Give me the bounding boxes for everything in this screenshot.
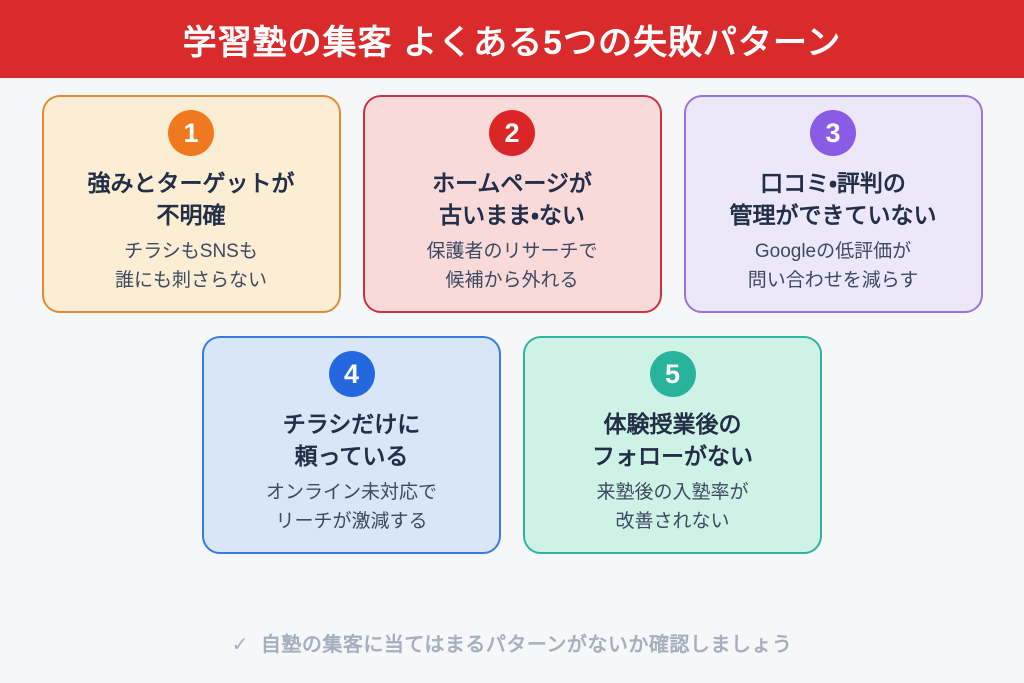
- page-title: 学習塾の集客 よくある5つの失敗パターン: [182, 23, 842, 62]
- footer-note: ✓ 自塾の集客に当てはまるパターンがないか確認しましょう: [0, 628, 1024, 657]
- number-badge-2: 2: [489, 110, 535, 156]
- card-pattern-3: 3 口コミ・評判の 管理ができていない Googleの低評価が 問い合わせを減ら…: [683, 95, 983, 313]
- card-pattern-5: 5 体験授業後の フォローがない 来塾後の入塾率が 改善されない: [523, 336, 822, 554]
- number-badge-5: 5: [649, 351, 696, 397]
- card-description: 保護者のリサーチで 候補から外れる: [426, 241, 598, 291]
- card-pattern-1: 1 強みとターゲットが 不明確 チラシもSNSも 誰にも刺さらない: [41, 95, 341, 313]
- card-number: 3: [825, 117, 841, 148]
- card-description: オンライン未対応で リーチが激減する: [265, 482, 437, 532]
- card-number: 5: [664, 358, 681, 389]
- card-title: 強みとターゲットが 不明確: [87, 170, 295, 229]
- number-badge-4: 4: [328, 351, 375, 397]
- check-icon: ✓: [231, 634, 249, 656]
- cards-area: 1 強みとターゲットが 不明確 チラシもSNSも 誰にも刺さらない 2 ホームペ…: [0, 95, 1024, 554]
- cards-row-1: 1 強みとターゲットが 不明確 チラシもSNSも 誰にも刺さらない 2 ホームペ…: [0, 95, 1024, 313]
- infographic: 学習塾の集客 よくある5つの失敗パターン 1 強みとターゲットが 不明確 チラシ…: [0, 0, 1024, 657]
- number-badge-3: 3: [810, 110, 856, 156]
- card-title: 口コミ・評判の 管理ができていない: [729, 170, 937, 229]
- card-number: 2: [504, 117, 520, 148]
- card-title: チラシだけに 頼っている: [282, 411, 421, 470]
- card-description: チラシもSNSも 誰にも刺さらない: [114, 241, 267, 291]
- number-badge-1: 1: [168, 110, 214, 156]
- cards-row-2: 4 チラシだけに 頼っている オンライン未対応で リーチが激減する 5 体験授業…: [0, 336, 1024, 554]
- card-description: 来塾後の入塾率が 改善されない: [596, 482, 749, 532]
- footer-text: 自塾の集客に当てはまるパターンがないか確認しましょう: [260, 634, 793, 656]
- card-number: 1: [183, 117, 199, 148]
- card-pattern-2: 2 ホームページが 古いまま・ない 保護者のリサーチで 候補から外れる: [362, 95, 662, 313]
- card-pattern-4: 4 チラシだけに 頼っている オンライン未対応で リーチが激減する: [202, 336, 501, 554]
- card-title: 体験授業後の フォローがない: [592, 411, 753, 470]
- header: 学習塾の集客 よくある5つの失敗パターン: [0, 0, 1024, 78]
- card-number: 4: [343, 358, 360, 389]
- card-description: Googleの低評価が 問い合わせを減らす: [747, 241, 919, 291]
- card-title: ホームページが 古いまま・ない: [432, 170, 592, 229]
